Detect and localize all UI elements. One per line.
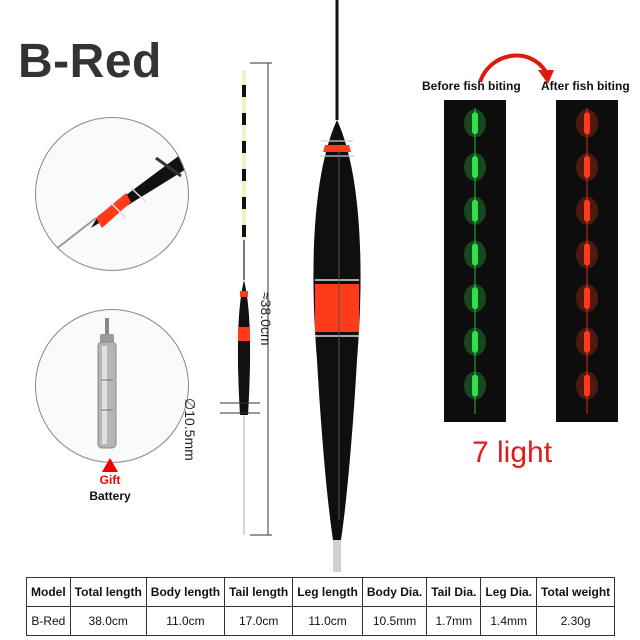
battery-image (97, 318, 117, 449)
battery-circle (35, 309, 189, 463)
red-light-segment (584, 112, 590, 135)
header-leg-dia: Leg Dia. (480, 577, 538, 607)
battery-label: Battery (89, 489, 131, 503)
red-light-panel (556, 100, 618, 422)
red-light-segment (584, 156, 590, 179)
cell-body-dia: 10.5mm (361, 606, 428, 636)
total-length-dimension: ≈38.0cm (258, 292, 274, 346)
gift-battery-note: Gift Battery (60, 458, 160, 503)
header-tail-length: Tail length (224, 577, 294, 607)
spec-data-row: B-Red 38.0cm 11.0cm 17.0cm 11.0cm 10.5mm… (26, 606, 616, 636)
green-light-segment (472, 287, 478, 310)
before-biting-label: Before fish biting (422, 79, 521, 93)
green-light-segment (472, 112, 478, 135)
cell-tail-length: 17.0cm (224, 606, 294, 636)
red-light-segment (584, 243, 590, 266)
up-arrow-icon (102, 458, 118, 472)
float-tip-closeup-image (50, 148, 188, 254)
cell-leg-length: 11.0cm (292, 606, 363, 636)
spec-table: Model Total length Body length Tail leng… (26, 577, 616, 636)
red-light-segment (584, 287, 590, 310)
green-light-segment (472, 199, 478, 222)
green-light-segment (472, 330, 478, 353)
green-light-segment (472, 243, 478, 266)
float-large-image (313, 0, 361, 572)
header-body-dia: Body Dia. (361, 577, 428, 607)
green-light-segments (464, 108, 486, 414)
header-tail-dia: Tail Dia. (426, 577, 482, 607)
header-model: Model (26, 577, 71, 607)
cell-body-length: 11.0cm (145, 606, 226, 636)
cell-total-length: 38.0cm (69, 606, 147, 636)
header-body-length: Body length (145, 577, 226, 607)
green-light-segment (472, 156, 478, 179)
header-total-weight: Total weight (536, 577, 616, 607)
cell-model: B-Red (26, 606, 71, 636)
light-count-label: 7 light (472, 436, 553, 469)
spec-header-row: Model Total length Body length Tail leng… (26, 577, 616, 607)
green-light-segment (472, 374, 478, 397)
float-dimension-diagram (220, 62, 272, 536)
body-diameter-dimension: ∅10.5mm (182, 398, 198, 461)
header-total-length: Total length (69, 577, 147, 607)
gift-label: Gift (99, 473, 121, 487)
cell-tail-dia: 1.7mm (426, 606, 482, 636)
cell-leg-dia: 1.4mm (480, 606, 538, 636)
red-light-segments (576, 108, 598, 414)
header-leg-length: Leg length (292, 577, 363, 607)
green-light-panel (444, 100, 506, 422)
product-title: B-Red (18, 35, 162, 88)
after-biting-label: After fish biting (541, 79, 630, 93)
red-light-segment (584, 199, 590, 222)
tip-zoom-circle (35, 117, 189, 271)
curved-arrow-icon (478, 53, 554, 84)
cell-total-weight: 2.30g (536, 606, 616, 636)
red-light-segment (584, 374, 590, 397)
red-light-segment (584, 330, 590, 353)
